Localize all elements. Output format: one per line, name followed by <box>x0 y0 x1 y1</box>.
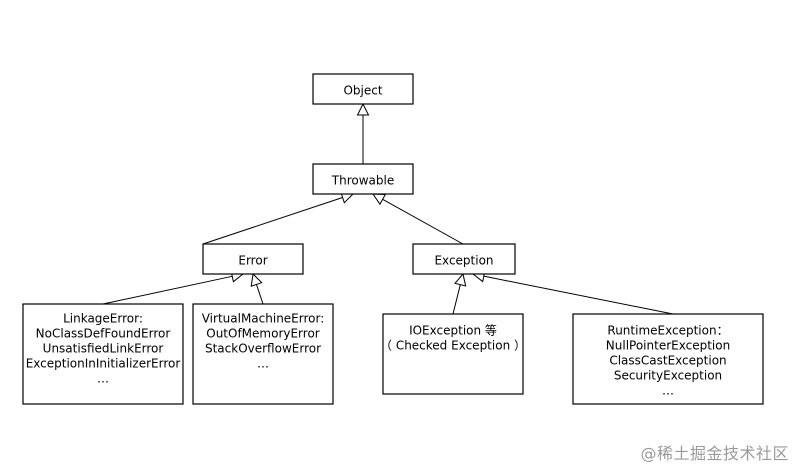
node-box <box>382 313 524 395</box>
edge-line <box>483 275 674 315</box>
node-label-line: Error <box>238 254 267 268</box>
node-label-line: UnsatisfiedLinkError <box>43 342 164 356</box>
node-vm-errors: VirtualMachineError:OutOfMemoryErrorStac… <box>192 303 334 405</box>
node-label-line: … <box>97 372 109 386</box>
inheritance-arrowhead-icon <box>356 102 370 116</box>
node-box <box>22 303 184 405</box>
edge-line <box>382 198 464 245</box>
node-exception: Exception <box>412 243 516 275</box>
node-box <box>202 243 304 275</box>
node-label-line: Object <box>343 84 382 98</box>
inheritance-arrowhead-icon <box>454 272 467 287</box>
node-label-line: StackOverflowError <box>205 342 321 356</box>
edge-throwable-to-object <box>356 102 370 164</box>
node-label-line: … <box>257 357 269 371</box>
node-box <box>412 243 516 275</box>
node-label-line: Exception <box>434 254 493 268</box>
node-label-line: LinkageError: <box>63 312 143 326</box>
edge-line <box>256 284 264 305</box>
node-error: Error <box>202 243 304 275</box>
node-object: Object <box>312 73 414 105</box>
node-label-line: Throwable <box>331 174 394 188</box>
node-label-line: ClassCastException <box>609 354 726 368</box>
edge-io_exceptions-to-exception <box>452 272 467 315</box>
node-label-line: … <box>662 384 674 398</box>
node-label-line: SecurityException <box>614 369 722 383</box>
edge-runtime_exceptions-to-exception <box>471 270 674 315</box>
inheritance-arrowhead-icon <box>250 272 263 287</box>
node-label-line: NoClassDefFoundError <box>36 327 171 341</box>
node-label-line: NullPointerException <box>606 339 730 353</box>
node-label-line: VirtualMachineError: <box>202 312 325 326</box>
edge-vm_errors-to-error <box>250 272 264 305</box>
watermark: @稀土掘金技术社区 <box>640 444 789 463</box>
edge-line <box>452 284 461 315</box>
edge-error-to-throwable <box>202 191 355 245</box>
inheritance-arrowhead-icon <box>372 193 387 206</box>
node-box <box>572 313 764 405</box>
edge-line <box>202 197 343 245</box>
node-linkage-errors: LinkageError:NoClassDefFoundErrorUnsatis… <box>22 303 184 405</box>
node-label-line: ExceptionInInitializerError <box>26 357 181 371</box>
node-label-line: （ Checked Exception ） <box>380 339 526 353</box>
node-label-line: IOException 等 <box>409 324 497 338</box>
node-box <box>312 73 414 105</box>
edge-line <box>102 275 233 305</box>
node-box <box>192 303 334 405</box>
node-runtime-exceptions: RuntimeException：NullPointerExceptionCla… <box>572 313 764 405</box>
edge-linkage_errors-to-error <box>102 270 245 305</box>
node-label-line: OutOfMemoryError <box>206 327 320 341</box>
node-box <box>312 163 414 195</box>
edges-layer <box>102 102 674 315</box>
edge-exception-to-throwable <box>372 193 464 245</box>
node-io-exceptions: IOException 等（ Checked Exception ） <box>380 313 526 395</box>
node-throwable: Throwable <box>312 163 414 195</box>
node-label-line: RuntimeException： <box>607 324 728 338</box>
